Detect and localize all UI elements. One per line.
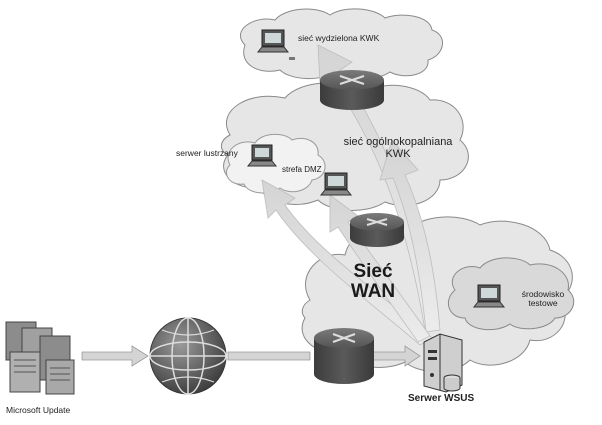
computer-mirror-server-icon — [246, 144, 278, 167]
arrow-to-dmz — [329, 194, 431, 343]
router-mine-wide-icon — [350, 213, 404, 247]
label-test-env-line2: testowe — [528, 297, 558, 308]
label-microsoft-update: Microsoft Update — [6, 405, 71, 415]
wsus-server-icon — [423, 333, 463, 393]
cloud-dedicated-network — [239, 8, 443, 80]
link-internet-to-router — [227, 351, 311, 361]
arrow-to-mine-wide-network — [379, 139, 441, 333]
label-mine-wide-network: sieć ogólnokopalniana KWK — [333, 136, 463, 160]
label-dmz-zone: strefa DMZ — [282, 165, 322, 174]
label-wan: Sieć WAN — [340, 262, 406, 302]
label-wsus-server: Serwer WSUS — [408, 393, 475, 404]
label-dedicated-network: sieć wydzielona KWK — [298, 33, 380, 43]
arrow-microsoft-to-internet — [81, 345, 149, 367]
label-mirror-server: serwer lustrzany — [176, 148, 238, 158]
cloud-test-environment — [447, 257, 575, 331]
label-test-env-line1: środowisko — [521, 289, 565, 299]
label-mine-wide-line2: KWK — [385, 147, 411, 160]
internet-globe-icon — [149, 317, 227, 395]
router-dedicated-icon — [320, 70, 384, 110]
arrow-to-mirror-server — [261, 179, 433, 346]
router-wan-icon — [314, 328, 374, 384]
label-mine-wide-line1: sieć ogólnokopalniana — [343, 136, 453, 148]
cloud-dmz — [226, 133, 326, 194]
computer-dmz-icon — [319, 172, 353, 196]
label-test-environment: środowisko testowe — [512, 290, 574, 308]
computer-dedicated-icon — [256, 29, 295, 60]
arrow-router-to-wsus — [371, 345, 421, 367]
computer-test-environment-icon — [472, 284, 506, 308]
label-wan-line2: WAN — [350, 280, 396, 302]
microsoft-update-servers-icon — [5, 321, 75, 395]
label-wan-line1: Sieć — [353, 261, 393, 282]
